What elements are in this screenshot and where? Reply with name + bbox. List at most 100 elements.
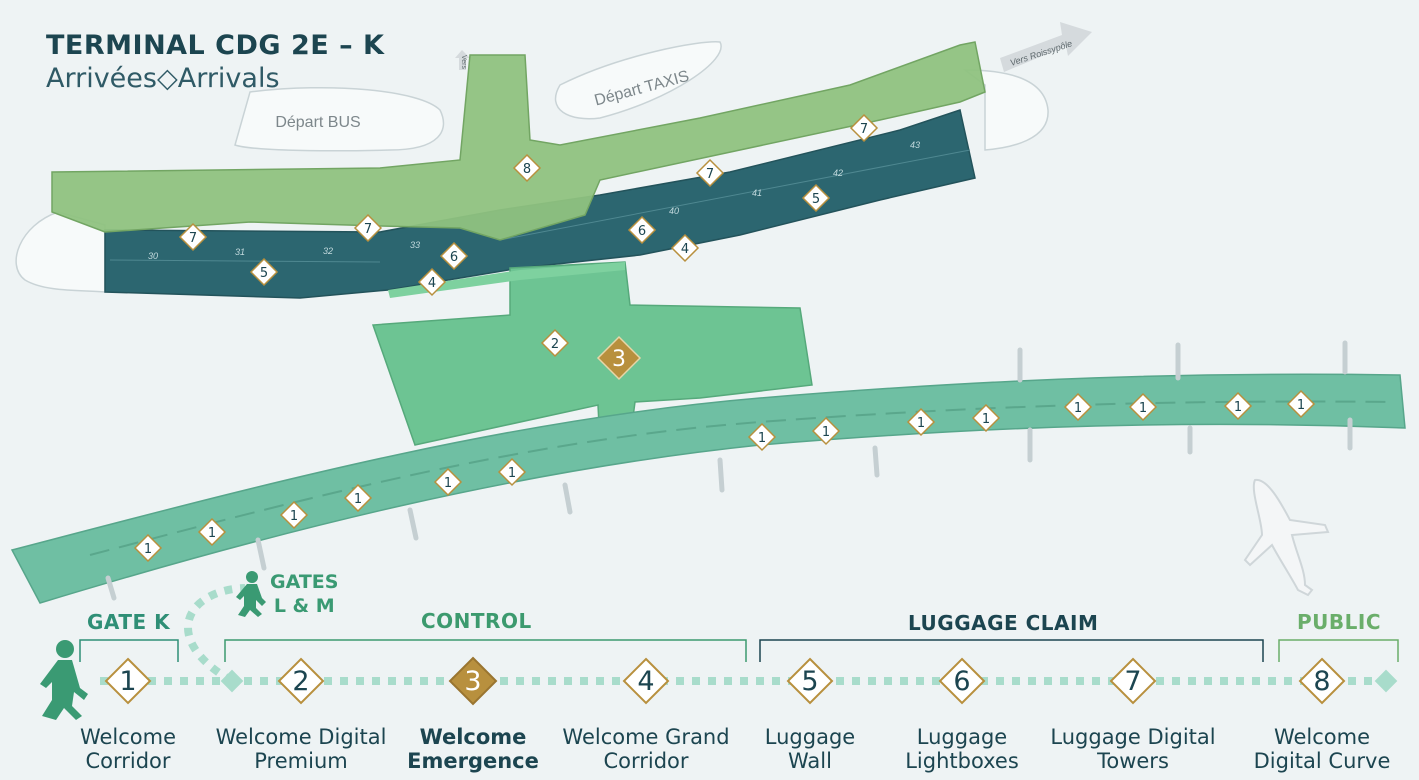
step-label-line2: Emergence: [407, 749, 539, 773]
map-marker-corridor-1: 1: [133, 533, 163, 563]
map-marker-tower-7: 7: [353, 213, 383, 243]
step-label-line1: Welcome Digital: [215, 725, 387, 749]
step-number: 5: [801, 666, 818, 697]
svg-text:1: 1: [290, 509, 298, 524]
svg-text:6: 6: [450, 250, 458, 265]
step-label-line2: Corridor: [603, 749, 689, 773]
step-number: 2: [292, 666, 309, 697]
control-corridor-link: [388, 262, 625, 298]
svg-text:1: 1: [508, 466, 516, 481]
step-label-line1: Welcome Grand: [562, 725, 730, 749]
step-label-line1: Welcome: [79, 725, 177, 749]
map-marker-corridor-1: 1: [747, 422, 777, 452]
gate-number: 42: [833, 168, 843, 178]
gate-number: 40: [669, 206, 679, 216]
step-3-marker: 3: [448, 656, 498, 706]
map-marker-corridor-1: 1: [1128, 392, 1158, 422]
map-marker-curve-8: 8: [512, 153, 542, 183]
map-marker-corridor-1: 1: [906, 407, 936, 437]
step-diamond-icon: [277, 657, 325, 705]
step-label-line2: Lightboxes: [905, 749, 1019, 773]
map-marker-corridor-1: 1: [971, 403, 1001, 433]
arrivals-subtitle: Arrivées◇Arrivals: [46, 63, 384, 94]
junction-diamond-icon: [220, 669, 244, 693]
svg-text:1: 1: [1234, 400, 1242, 415]
group-public: PUBLIC: [1297, 610, 1382, 634]
gate-number: 32: [323, 246, 333, 256]
step-label-line1: Luggage Digital: [1050, 725, 1216, 749]
svg-text:7: 7: [189, 231, 197, 246]
jetway-pins: [105, 340, 1353, 601]
timeline-steps: 1 2 3 4 5 6 7 8: [104, 656, 1346, 706]
gate-number: 41: [752, 188, 762, 198]
gates-lm-path: [184, 584, 246, 685]
group-brackets: [79, 639, 1399, 662]
road-loop-east: [962, 69, 1049, 151]
svg-text:3: 3: [612, 347, 626, 372]
step-2-marker: 2: [277, 657, 325, 705]
group-control: CONTROL: [421, 609, 532, 633]
north-vers-label: Vers: [460, 55, 467, 70]
map-marker-corridor-1: 1: [811, 416, 841, 446]
map-marker-grand-4: 4: [417, 267, 447, 297]
step-7-marker: 7: [1109, 657, 1157, 705]
step-diamond-icon: [104, 657, 152, 705]
map-marker-lightbox-6: 6: [439, 241, 469, 271]
step-4-marker: 4: [622, 657, 670, 705]
step-number: 8: [1313, 666, 1330, 697]
map-marker-corridor-1: 1: [1223, 391, 1253, 421]
terminal-name: TERMINAL CDG 2E – K: [46, 30, 385, 61]
step-diamond-icon: [1298, 657, 1346, 705]
step-label-line2: Premium: [254, 749, 348, 773]
svg-text:1: 1: [354, 492, 362, 507]
taxi-area: [554, 41, 722, 120]
map-marker-corridor-1: 1: [497, 457, 527, 487]
step-6-marker: 6: [938, 657, 986, 705]
step-1-marker: 1: [104, 657, 152, 705]
map-marker-emergence-3: 3: [596, 335, 642, 381]
gate-number: 43: [910, 140, 920, 150]
svg-text:1: 1: [144, 542, 152, 557]
map-marker-grand-4: 4: [670, 233, 700, 263]
step-label-line2: Towers: [1097, 749, 1169, 773]
gates-walker-icon: [236, 571, 266, 617]
step-label-line1: Welcome: [1273, 725, 1371, 749]
svg-text:8: 8: [523, 162, 531, 177]
step-label-line1: Luggage: [916, 725, 1008, 749]
svg-text:6: 6: [638, 224, 646, 239]
svg-text:7: 7: [364, 222, 372, 237]
step-label-line1: Luggage: [764, 725, 856, 749]
svg-text:1: 1: [758, 431, 766, 446]
walking-person-icon: [40, 640, 88, 720]
map-marker-tower-7: 7: [695, 158, 725, 188]
end-diamond-icon: [1374, 669, 1398, 693]
step-label-line2: Digital Curve: [1253, 749, 1391, 773]
map-marker-corridor-1: 1: [1286, 389, 1316, 419]
step-diamond-icon: [786, 657, 834, 705]
map-marker-tower-7: 7: [849, 113, 879, 143]
map-marker-corridor-1: 1: [1063, 392, 1093, 422]
north-arrow-icon: [455, 50, 470, 70]
diamond-separator-icon: ◇: [156, 63, 178, 94]
bus-label: Départ BUS: [275, 114, 360, 131]
group-luggage-claim: LUGGAGE CLAIM: [908, 611, 1099, 635]
gate-number: 33: [410, 240, 420, 250]
step-label-line2: Wall: [788, 749, 832, 773]
svg-text:4: 4: [428, 276, 436, 291]
step-5-marker: 5: [786, 657, 834, 705]
map-marker-corridor-1: 1: [343, 483, 373, 513]
svg-text:1: 1: [917, 416, 925, 431]
map-marker-tower-7: 7: [178, 222, 208, 252]
step-label-line1: Welcome: [419, 725, 527, 749]
step-label-line2: Corridor: [85, 749, 171, 773]
svg-text:1: 1: [208, 526, 216, 541]
gates-word: GATES: [270, 571, 339, 593]
svg-text:1: 1: [982, 412, 990, 427]
road-loop-west: [15, 211, 106, 293]
